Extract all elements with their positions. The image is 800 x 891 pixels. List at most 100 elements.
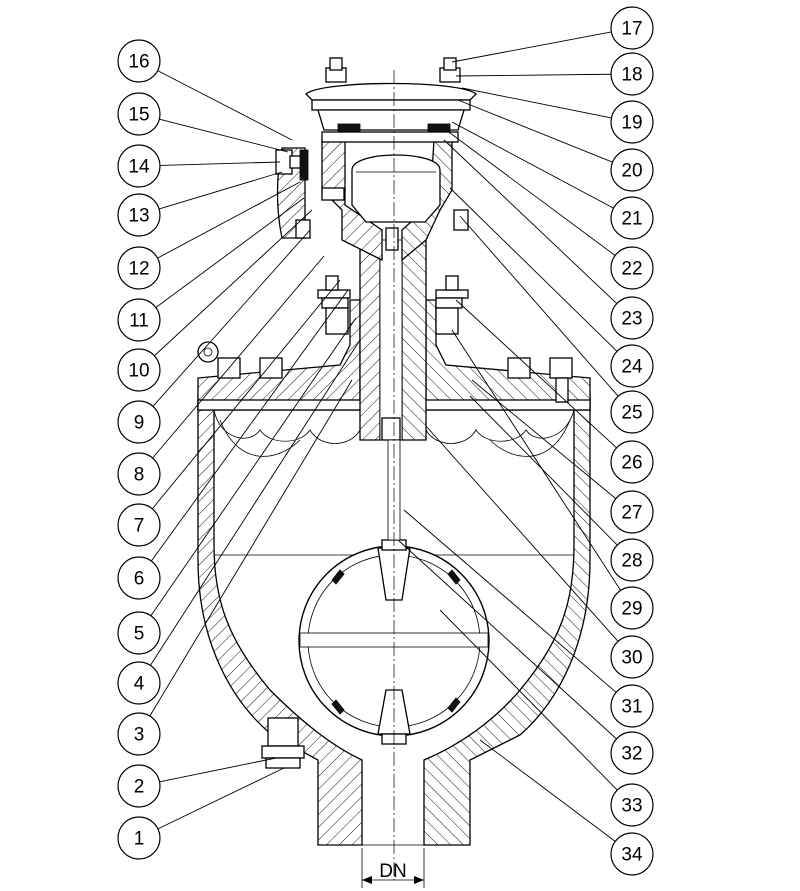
stem-housing [317,239,469,441]
callout-circle [117,503,161,547]
callout-number: 14 [128,157,150,178]
callout-number: 3 [134,725,145,746]
top-cover [305,57,477,143]
upper-chamber [275,139,469,262]
callout-circle [610,196,654,240]
callout-circle [610,586,654,630]
leader-line [461,87,612,119]
leader-line [469,395,618,546]
callout-16: 16 [117,39,161,83]
leader-line [425,425,619,642]
leader-line [154,209,313,357]
dn-label: DN [379,861,406,882]
callout-circle [610,684,654,728]
callout-circle [117,144,161,188]
callout-number: 11 [129,311,149,332]
callout-circle [117,298,161,342]
callout-34: 34 [610,832,654,876]
callout-10: 10 [117,348,161,392]
leader-line [403,509,617,693]
callout-circle [117,764,161,808]
callout-circle [610,390,654,434]
callout-25: 25 [610,390,654,434]
callout-1: 1 [117,816,161,860]
callout-number: 17 [621,19,642,40]
callout-circle [117,816,161,860]
callout-number: 32 [621,744,642,765]
callout-balloons: 1615141312111098765432117181920212223242… [117,6,654,876]
callout-circle [610,635,654,679]
callout-18: 18 [610,52,654,96]
callout-number: 21 [621,209,642,230]
leader-line [152,229,311,407]
callout-14: 14 [117,144,161,188]
callout-24: 24 [610,344,654,388]
dn-dimension: DN [361,848,425,888]
callout-30: 30 [610,635,654,679]
callout-number: 8 [134,465,145,486]
callout-13: 13 [117,193,161,237]
leader-line [451,329,621,591]
callout-number: 15 [128,105,149,126]
callout-number: 24 [621,357,643,378]
callout-number: 33 [621,796,642,817]
callout-5: 5 [117,611,161,655]
callout-number: 25 [621,403,642,424]
callout-circle [117,193,161,237]
callout-20: 20 [610,148,654,192]
callout-28: 28 [610,538,654,582]
leader-line [445,129,616,256]
callout-number: 1 [134,829,145,850]
leader-line [443,139,618,304]
callout-number: 22 [621,259,642,280]
callout-circle [117,556,161,600]
callout-29: 29 [610,586,654,630]
callout-circle [117,348,161,392]
leader-line [157,767,285,830]
float-ball [298,439,490,745]
callout-circle [610,490,654,534]
callout-6: 6 [117,556,161,600]
callout-number: 19 [621,113,642,134]
leader-line [152,255,325,459]
callout-number: 34 [621,845,643,866]
callout-12: 12 [117,246,161,290]
callout-circle [610,344,654,388]
callout-circle [117,400,161,444]
callout-15: 15 [117,92,161,136]
callout-7: 7 [117,503,161,547]
callout-circle [610,783,654,827]
callout-3: 3 [117,712,161,756]
callout-number: 12 [128,259,149,280]
leader-line [479,739,616,842]
callout-number: 5 [134,624,145,645]
callout-circle [610,538,654,582]
leader-line [471,379,617,499]
callout-circle [610,440,654,484]
leader-line [159,118,289,153]
leader-line [439,609,618,791]
callout-19: 19 [610,100,654,144]
callout-number: 29 [621,599,642,620]
callout-27: 27 [610,490,654,534]
callout-number: 28 [621,551,642,572]
callout-23: 23 [610,296,654,340]
callout-circle [610,296,654,340]
callout-33: 33 [610,783,654,827]
callout-number: 23 [621,309,642,330]
leader-line [150,317,357,616]
callout-11: 11 [117,298,161,342]
callout-4: 4 [117,661,161,705]
callout-circle [610,246,654,290]
leader-line [457,99,613,163]
callout-circle [117,39,161,83]
callout-26: 26 [610,440,654,484]
callout-circle [117,661,161,705]
leader-line [149,339,361,666]
callout-number: 20 [621,161,642,182]
leader-lines [149,31,621,842]
callout-number: 16 [128,52,149,73]
callout-number: 31 [621,697,642,718]
callout-circle [117,452,161,496]
leader-line [455,299,617,449]
